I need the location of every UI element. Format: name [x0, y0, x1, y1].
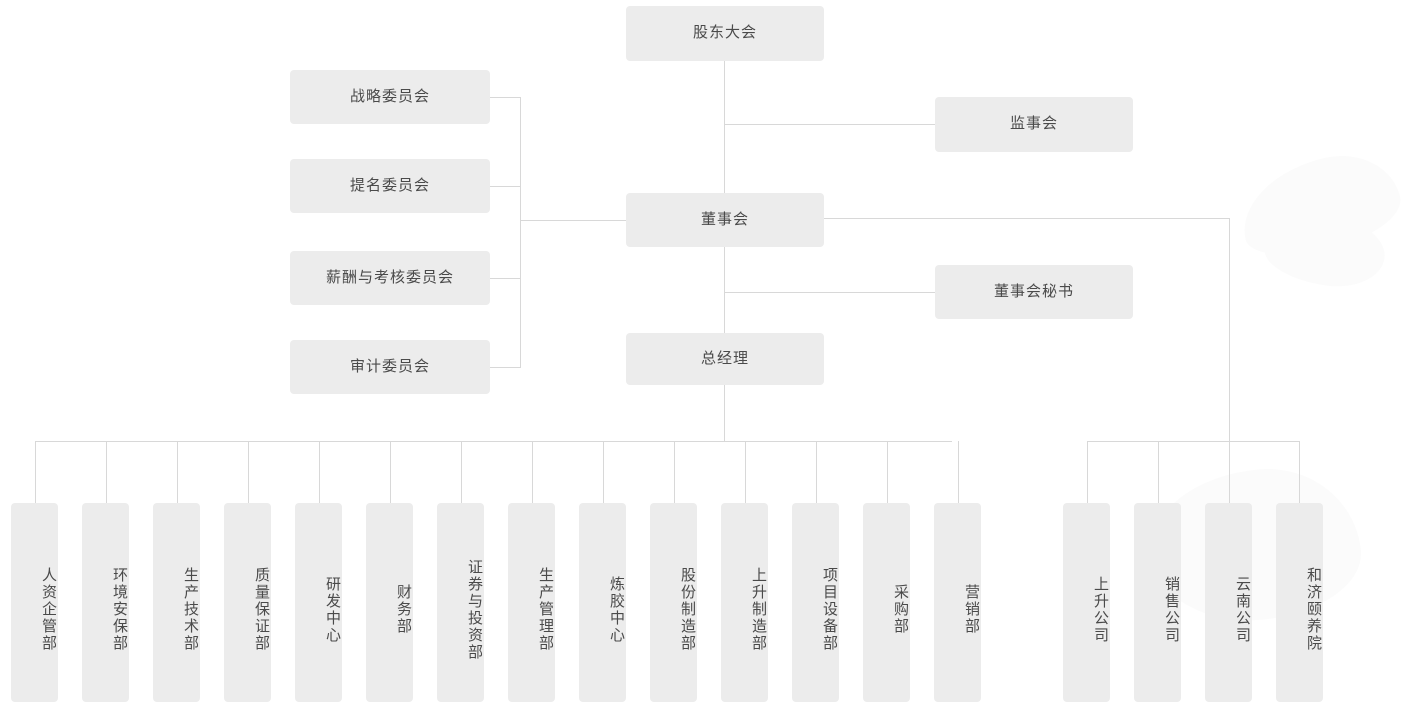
- node-subsidiary-yunnan-company[interactable]: 云南公司: [1205, 503, 1252, 702]
- node-label: 董事会: [700, 210, 749, 228]
- node-general-manager[interactable]: 总经理: [626, 333, 824, 385]
- node-label: 股东大会: [692, 24, 757, 42]
- connector-subsidiary-drop: [1158, 441, 1159, 503]
- node-department-environment-security[interactable]: 环境安保部: [82, 503, 129, 702]
- connector-committees-to-board: [520, 220, 627, 221]
- background-watermark-shape: [1260, 206, 1390, 294]
- node-label: 人资企管部: [40, 567, 57, 652]
- node-label: 董事会秘书: [993, 282, 1074, 300]
- node-department-rd-center[interactable]: 研发中心: [295, 503, 342, 702]
- connector-department-drop: [674, 441, 675, 503]
- node-label: 证券与投资部: [466, 558, 483, 661]
- node-board-secretary[interactable]: 董事会秘书: [935, 265, 1133, 319]
- connector-committee-stub: [490, 278, 521, 279]
- connector-committee-spine: [520, 97, 521, 368]
- node-subsidiary-shangsheng-company[interactable]: 上升公司: [1063, 503, 1110, 702]
- node-label: 总经理: [700, 349, 749, 367]
- connector-department-drop: [319, 441, 320, 503]
- node-label: 上升公司: [1092, 575, 1109, 644]
- connector-department-drop: [603, 441, 604, 503]
- node-subsidiary-heji-nursing-home[interactable]: 和济颐养院: [1276, 503, 1323, 702]
- connector-department-drop: [816, 441, 817, 503]
- connector-subsidiary-drop: [1299, 441, 1300, 503]
- connector-department-drop: [745, 441, 746, 503]
- node-department-shangsheng-manufacturing[interactable]: 上升制造部: [721, 503, 768, 702]
- connector-department-drop: [35, 441, 36, 503]
- node-supervisory-board[interactable]: 监事会: [935, 97, 1133, 152]
- node-department-production-management[interactable]: 生产管理部: [508, 503, 555, 702]
- node-label: 营销部: [963, 584, 980, 635]
- node-label: 财务部: [395, 584, 412, 635]
- node-label: 生产管理部: [537, 567, 554, 652]
- node-label: 股份制造部: [679, 567, 696, 652]
- node-label: 云南公司: [1234, 575, 1251, 644]
- node-department-joint-stock-manufacturing[interactable]: 股份制造部: [650, 503, 697, 702]
- department-bus: [35, 441, 952, 442]
- node-label: 炼胶中心: [608, 575, 625, 644]
- node-label: 和济颐养院: [1305, 567, 1322, 652]
- connector-shareholders-to-board: [724, 61, 725, 193]
- node-label: 项目设备部: [821, 567, 838, 652]
- node-department-quality-assurance[interactable]: 质量保证部: [224, 503, 271, 702]
- connector-subsidiary-drop: [1087, 441, 1088, 503]
- connector-board-to-subsidiaries: [1229, 218, 1230, 441]
- node-subsidiary-sales-company[interactable]: 销售公司: [1134, 503, 1181, 702]
- connector-committee-stub: [490, 97, 521, 98]
- node-label: 环境安保部: [111, 567, 128, 652]
- connector-department-drop: [532, 441, 533, 503]
- connector-board-to-subsidiaries: [824, 218, 1230, 219]
- connector-board-to-gm: [724, 247, 725, 333]
- connector-department-drop: [390, 441, 391, 503]
- node-label: 采购部: [892, 584, 909, 635]
- node-department-securities-investment[interactable]: 证券与投资部: [437, 503, 484, 702]
- connector-gm-to-departments: [724, 385, 725, 441]
- node-label: 质量保证部: [253, 567, 270, 652]
- connector-department-drop: [106, 441, 107, 503]
- node-label: 薪酬与考核委员会: [325, 268, 454, 286]
- node-audit-committee[interactable]: 审计委员会: [290, 340, 490, 394]
- node-department-procurement[interactable]: 采购部: [863, 503, 910, 702]
- node-department-marketing[interactable]: 营销部: [934, 503, 981, 702]
- node-board-of-directors[interactable]: 董事会: [626, 193, 824, 247]
- connector-department-drop: [461, 441, 462, 503]
- node-label: 生产技术部: [182, 567, 199, 652]
- node-department-project-equipment[interactable]: 项目设备部: [792, 503, 839, 702]
- node-label: 上升制造部: [750, 567, 767, 652]
- node-shareholders-meeting[interactable]: 股东大会: [626, 6, 824, 61]
- node-label: 提名委员会: [349, 176, 430, 194]
- subsidiary-bus: [1087, 441, 1299, 442]
- node-strategy-committee[interactable]: 战略委员会: [290, 70, 490, 124]
- connector-department-drop: [177, 441, 178, 503]
- node-department-hr-management[interactable]: 人资企管部: [11, 503, 58, 702]
- node-department-rubber-mixing-center[interactable]: 炼胶中心: [579, 503, 626, 702]
- node-remuneration-appraisal-committee[interactable]: 薪酬与考核委员会: [290, 251, 490, 305]
- connector-subsidiary-drop: [1229, 441, 1230, 503]
- node-department-finance[interactable]: 财务部: [366, 503, 413, 702]
- node-department-production-technology[interactable]: 生产技术部: [153, 503, 200, 702]
- node-label: 销售公司: [1163, 575, 1180, 644]
- connector-department-drop: [958, 441, 959, 503]
- connector-committee-stub: [490, 367, 521, 368]
- node-label: 战略委员会: [349, 87, 430, 105]
- node-label: 研发中心: [324, 575, 341, 644]
- connector-shareholders-to-supervisory: [724, 124, 935, 125]
- connector-department-drop: [248, 441, 249, 503]
- background-watermark-shape: [1232, 144, 1408, 266]
- node-label: 监事会: [1009, 115, 1058, 133]
- node-label: 审计委员会: [349, 357, 430, 375]
- node-nomination-committee[interactable]: 提名委员会: [290, 159, 490, 213]
- connector-committee-stub: [490, 186, 521, 187]
- connector-department-drop: [887, 441, 888, 503]
- connector-board-to-secretary: [724, 292, 935, 293]
